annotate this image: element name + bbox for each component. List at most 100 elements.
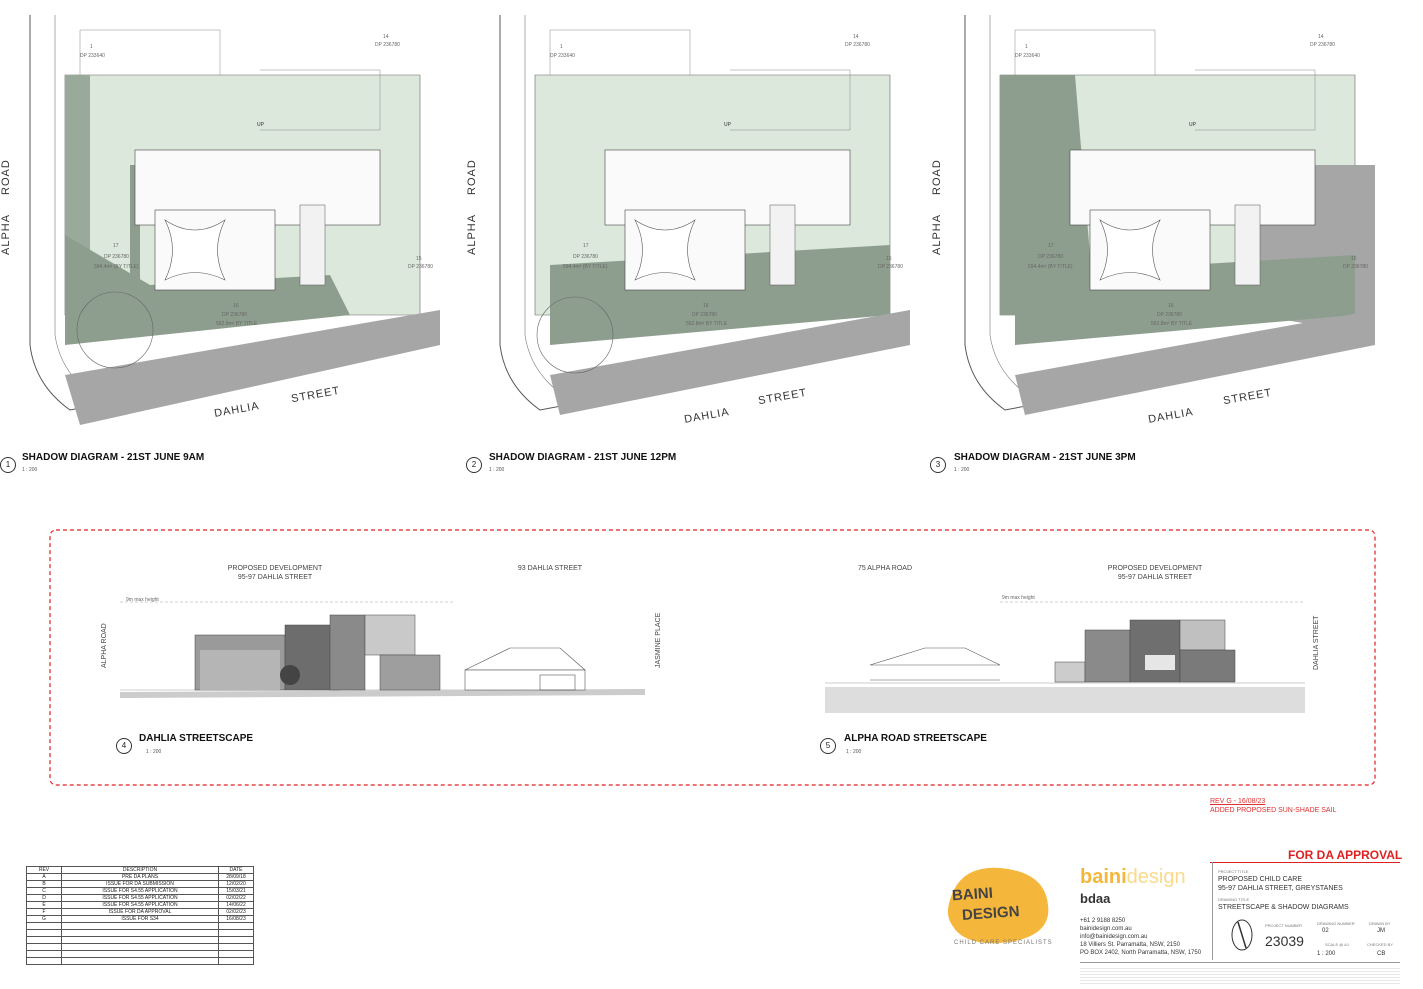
- plan3-area16: 562.8m² BY TITLE: [1151, 321, 1193, 327]
- diagram-title-3: SHADOW DIAGRAM - 21ST JUNE 3PM: [954, 452, 1136, 463]
- alpha-max-height: 9m max height: [1002, 595, 1035, 601]
- plan3-alpha-label: ALPHA: [931, 213, 943, 255]
- rev-col-header: REV: [26, 866, 62, 874]
- plan3-dp15: DP 236780: [1343, 264, 1368, 270]
- plan2-dp16: DP 236780: [692, 312, 717, 318]
- plan2-area16: 562.8m² BY TITLE: [686, 321, 728, 327]
- plan3-lot1: 1: [1025, 44, 1028, 50]
- contact-web: bainidesign.com.au: [1080, 926, 1132, 932]
- plan1-area17: 594.4m² (BY TITLE): [94, 264, 139, 270]
- date-cell: 15/03/21: [218, 887, 254, 895]
- logo-tagline: CHILD CARE SPECIALISTS: [954, 940, 1053, 946]
- checked-by: CB: [1377, 951, 1386, 957]
- plan2-dp14: DP 236780: [845, 42, 870, 48]
- plan3-dp1: DP 233640: [1015, 53, 1040, 59]
- diagram-number-2: 2: [466, 457, 482, 473]
- plan3-road-label: ROAD: [931, 159, 943, 195]
- plan3-lot17: 17: [1048, 243, 1054, 249]
- diagram-number-4: 4: [116, 738, 132, 754]
- date-cell: 28/09/18: [218, 873, 254, 881]
- brand-design: design: [1126, 866, 1186, 888]
- plan2-dp1: DP 233640: [550, 53, 575, 59]
- table-row: [26, 957, 254, 965]
- diagram-number-3: 3: [930, 457, 946, 473]
- bdaa-logo: bdaa: [1080, 891, 1111, 906]
- description-cell: ISSUE FOR S4.55 APPLICATION: [61, 887, 219, 895]
- rev-cell: E: [26, 901, 62, 909]
- plan-drawing-1: [29, 15, 441, 425]
- plan3-dp16: DP 236780: [1157, 312, 1182, 318]
- description-cell: PRE DA PLANS: [61, 873, 219, 881]
- dahlia-dev-label: PROPOSED DEVELOPMENT: [227, 565, 323, 572]
- plan1-dp15: DP 236780: [408, 264, 433, 270]
- revision-table-header: REV DESCRIPTION DATE: [26, 866, 254, 874]
- project-number: 23039: [1265, 933, 1304, 949]
- date-cell: 02/02/23: [218, 908, 254, 916]
- drawn-by: JM: [1377, 928, 1385, 934]
- alpha-75-label: 75 ALPHA ROAD: [857, 565, 913, 572]
- drawing-number: 02: [1322, 928, 1329, 934]
- baini-logo-blob: [947, 867, 1049, 944]
- diagram-title-2: SHADOW DIAGRAM - 21ST JUNE 12PM: [489, 452, 677, 463]
- table-row: [26, 922, 254, 930]
- plan1-dp17: DP 236780: [104, 254, 129, 260]
- plan2-lot16: 16: [703, 303, 709, 309]
- project-address: 95-97 DAHLIA STREET, GREYSTANES: [1218, 885, 1343, 892]
- plan1-dp14: DP 236780: [375, 42, 400, 48]
- plan1-dp1: DP 233640: [80, 53, 105, 59]
- plan3-area17: 594.4m² (BY TITLE): [1028, 264, 1073, 270]
- plan3-up: UP: [1189, 122, 1196, 128]
- alpha-elevation: [825, 601, 1305, 713]
- plan-drawing-3: [964, 15, 1376, 415]
- description-cell: ISSUE FOR S34: [61, 915, 219, 923]
- table-row: [26, 943, 254, 951]
- description-cell: ISSUE FOR S4.55 APPLICATION: [61, 894, 219, 902]
- revision-note-title: REV G - 16/08/23: [1210, 798, 1266, 805]
- revision-note-desc: ADDED PROPOSED SUN-SHADE SAIL: [1210, 807, 1337, 814]
- alpha-streetscape-scale: 1 : 200: [846, 749, 862, 755]
- north-arrow-icon: [1231, 919, 1253, 951]
- rev-cell: B: [26, 880, 62, 888]
- rev-cell: C: [26, 887, 62, 895]
- plan1-road-label: ROAD: [0, 159, 12, 195]
- description-cell: ISSUE FOR S4.55 APPLICATION: [61, 901, 219, 909]
- diagram-scale-3: 1 : 200: [954, 467, 970, 473]
- project-number-label: PROJECT NUMBER: [1265, 923, 1303, 928]
- checked-by-label: CHECKED BY: [1367, 942, 1394, 947]
- plan1-dp16: DP 236780: [222, 312, 247, 318]
- dahlia-left-road: ALPHA ROAD: [101, 623, 108, 668]
- description-col-header: DESCRIPTION: [61, 866, 219, 874]
- plan1-area16: 562.8m² BY TITLE: [216, 321, 258, 327]
- plan2-alpha-label: ALPHA: [466, 213, 478, 255]
- table-row: [26, 936, 254, 944]
- plan3-dp17: DP 236780: [1038, 254, 1063, 260]
- plan1-up: UP: [257, 122, 264, 128]
- plan2-dp17: DP 236780: [573, 254, 598, 260]
- drawing-title-label: DRAWING TITLE: [1218, 897, 1250, 902]
- footer-divider: [1080, 962, 1400, 963]
- plan2-lot17: 17: [583, 243, 589, 249]
- dahlia-elevation: [119, 601, 646, 698]
- project-title: PROPOSED CHILD CARE: [1218, 876, 1303, 883]
- date-cell: 12/02/20: [218, 880, 254, 888]
- rev-cell: F: [26, 908, 62, 916]
- brand-wordmark: bainidesign: [1080, 866, 1186, 889]
- scale-label: SCALE @ A1: [1325, 942, 1350, 947]
- date-cell: 02/02/22: [218, 894, 254, 902]
- contact-address-2: PO BOX 2402, North Parramatta, NSW, 1750: [1080, 950, 1202, 956]
- scale-value: 1 : 200: [1317, 951, 1336, 957]
- plan1-lot15: 15: [416, 256, 422, 262]
- plan-drawing-2: [499, 15, 911, 415]
- plan1-lot1: 1: [90, 44, 93, 50]
- alpha-right-road: DAHLIA STREET: [1313, 615, 1320, 670]
- alpha-dev-addr: 95-97 DAHLIA STREET: [1117, 574, 1193, 581]
- diagram-scale-1: 1 : 200: [22, 467, 38, 473]
- plan2-area17: 594.4m² (BY TITLE): [563, 264, 608, 270]
- diagram-scale-2: 1 : 200: [489, 467, 505, 473]
